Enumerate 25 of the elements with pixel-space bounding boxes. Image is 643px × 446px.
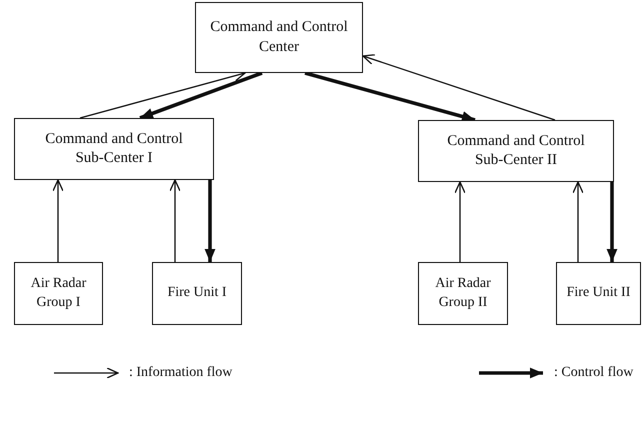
arrow [304, 71, 476, 122]
process-box [418, 262, 508, 325]
arrow [572, 181, 584, 262]
process-box [195, 2, 363, 73]
legend-label: : Control flow [554, 365, 634, 381]
box-label: Command and Control Center [209, 18, 349, 56]
arrow [139, 71, 263, 120]
arrow [52, 179, 64, 262]
box-label: Fire Unit II [566, 284, 630, 302]
arrow [606, 182, 618, 262]
process-box [152, 262, 242, 325]
legend-label: : Information flow [129, 365, 232, 381]
arrow [362, 54, 556, 121]
arrow [204, 180, 216, 262]
box-label: Fire Unit I [167, 284, 227, 302]
box-label: Command and Control Sub-Center II [446, 132, 586, 170]
box-label: Command and Control Sub-Center I [44, 130, 184, 168]
box-label: Air Radar Group II [434, 275, 492, 312]
process-box [556, 262, 641, 325]
process-box [14, 118, 214, 180]
process-box [14, 262, 103, 325]
box-label: Air Radar Group I [30, 275, 88, 312]
process-box [418, 120, 614, 182]
arrow [169, 179, 181, 262]
arrow [454, 181, 466, 262]
